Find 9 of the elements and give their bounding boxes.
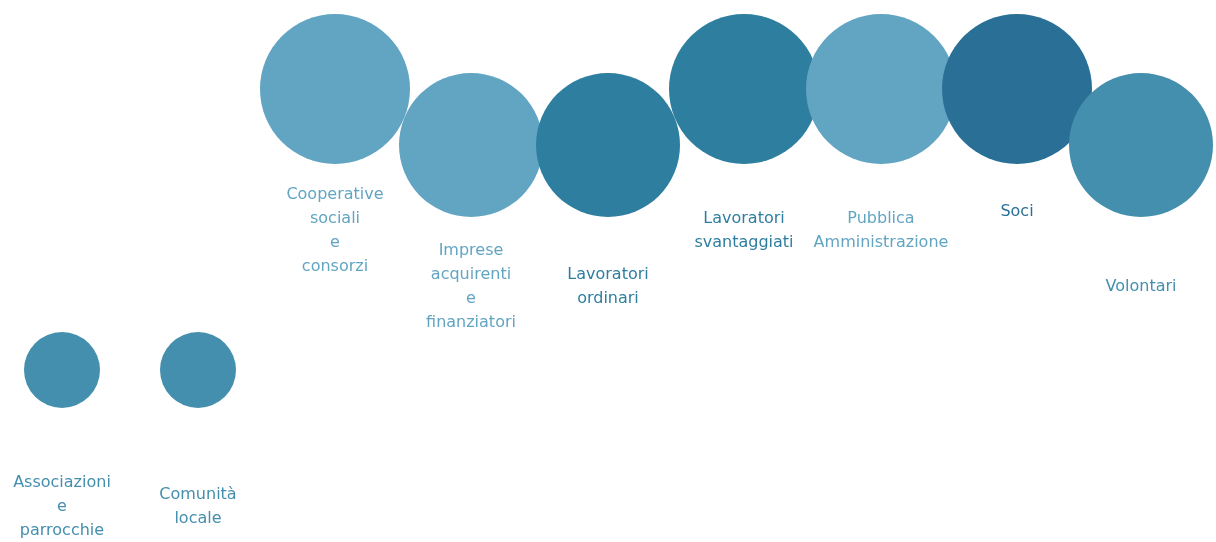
node-label: Volontari: [1105, 275, 1177, 297]
node-label: Cooperative sociali e consorzi: [286, 183, 384, 277]
node-label: Comunità locale: [159, 483, 237, 529]
node-label: Associazioni e parrocchie: [13, 471, 111, 541]
node-label: Imprese acquirenti e finanziatori: [426, 239, 516, 333]
node-label: Lavoratori svantaggiati: [694, 207, 794, 253]
node-label: Soci: [1000, 200, 1034, 222]
node-label: Pubblica Amministrazione: [813, 207, 949, 253]
node-label: Lavoratori ordinari: [567, 263, 649, 309]
